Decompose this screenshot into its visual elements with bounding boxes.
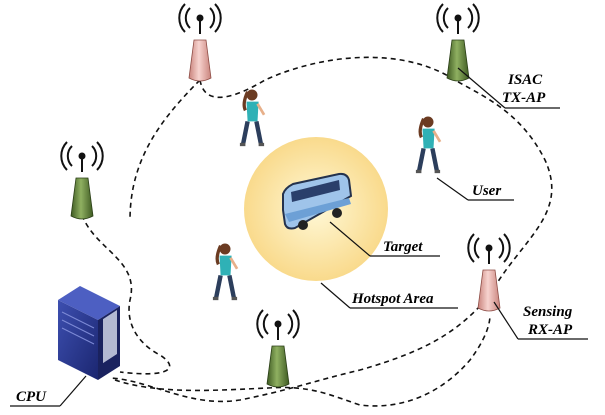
leader-sensing [493, 301, 519, 340]
antenna-pink-sensing [467, 233, 511, 312]
antenna-green-bottom [256, 309, 300, 388]
user-person-icon [240, 90, 264, 145]
label-cpu: CPU [16, 389, 47, 405]
cpu-server-icon [58, 286, 120, 380]
label-target: Target [383, 239, 423, 255]
user-person-icon [213, 244, 237, 299]
cpu-link-upper [81, 214, 171, 375]
leader-cpu [59, 375, 87, 407]
bus-icon [282, 172, 353, 230]
leader-hotspot [320, 282, 351, 309]
leader-user [436, 177, 469, 201]
leader-target [329, 221, 371, 257]
cpu-link-loop [129, 79, 201, 221]
antenna-green-left [60, 141, 104, 220]
label-isac-line1: ISAC [507, 72, 543, 88]
fronthaul-link [109, 56, 553, 403]
label-sensing-line1: Sensing [523, 304, 573, 320]
label-isac-line2: TX-AP [502, 90, 546, 106]
antenna-green-isac [436, 3, 480, 82]
user-person-icon [416, 117, 440, 172]
leader-isac [457, 67, 506, 109]
label-user: User [472, 183, 501, 199]
label-sensing-line2: RX-AP [527, 322, 573, 338]
label-hotspot: Hotspot Area [351, 291, 434, 307]
cpu-link-lower [114, 314, 491, 407]
antenna-pink-top [178, 3, 222, 82]
